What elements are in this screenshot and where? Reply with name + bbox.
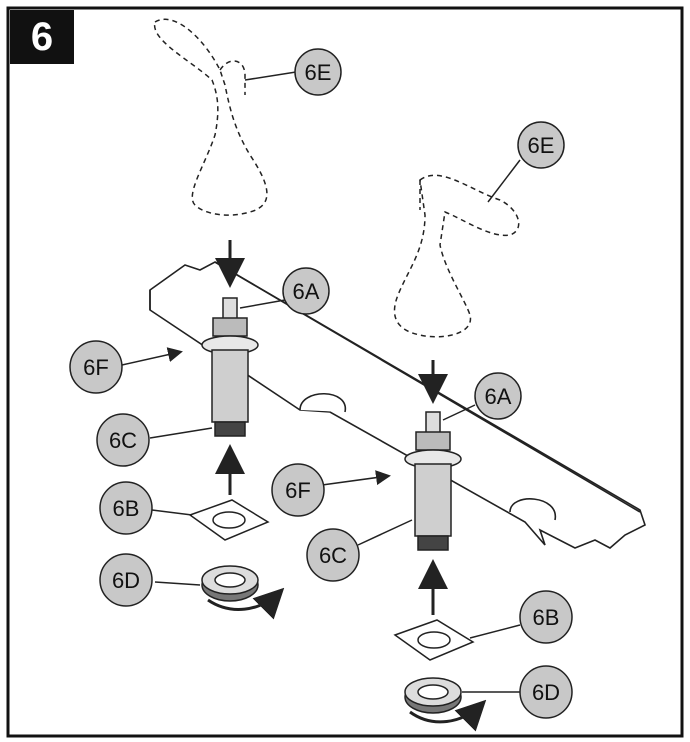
faucet-deck <box>149 261 646 549</box>
svg-text:6F: 6F <box>285 478 311 503</box>
svg-text:6A: 6A <box>485 384 512 409</box>
svg-text:6C: 6C <box>109 428 137 453</box>
svg-text:6E: 6E <box>305 60 332 85</box>
svg-text:6D: 6D <box>112 568 140 593</box>
callout-6a-left: 6A <box>282 267 330 315</box>
callout-6a-right: 6A <box>474 372 522 420</box>
callout-6c-left: 6C <box>96 413 150 467</box>
valve-assembly-right <box>404 411 462 551</box>
callout-6f-right: 6F <box>271 463 325 517</box>
step-number-badge: 6 <box>10 10 74 64</box>
callout-6c-right: 6C <box>306 528 360 582</box>
svg-text:6B: 6B <box>533 605 560 630</box>
valve-assembly-left <box>201 297 259 437</box>
callout-6b-left: 6B <box>99 481 153 535</box>
leader-lines <box>121 71 521 693</box>
callout-6d-right: 6D <box>519 665 573 719</box>
svg-text:6F: 6F <box>83 355 109 380</box>
callout-6f-left: 6F <box>69 340 123 394</box>
callout-6b-right: 6B <box>519 590 573 644</box>
gasket-left <box>188 499 270 541</box>
assembly-arrows <box>215 240 448 615</box>
svg-text:6C: 6C <box>319 543 347 568</box>
locknut-left <box>201 565 285 620</box>
figure-border <box>6 6 684 738</box>
callout-6e-right: 6E <box>517 121 565 169</box>
callout-6d-left: 6D <box>99 553 153 607</box>
handle-right <box>393 174 520 338</box>
handle-left <box>154 18 268 216</box>
svg-text:6E: 6E <box>528 133 555 158</box>
svg-text:6D: 6D <box>532 680 560 705</box>
locknut-right <box>404 677 487 732</box>
callout-6e-left: 6E <box>294 48 342 96</box>
svg-text:6A: 6A <box>293 279 320 304</box>
svg-text:6B: 6B <box>113 496 140 521</box>
gasket-right <box>393 619 475 661</box>
